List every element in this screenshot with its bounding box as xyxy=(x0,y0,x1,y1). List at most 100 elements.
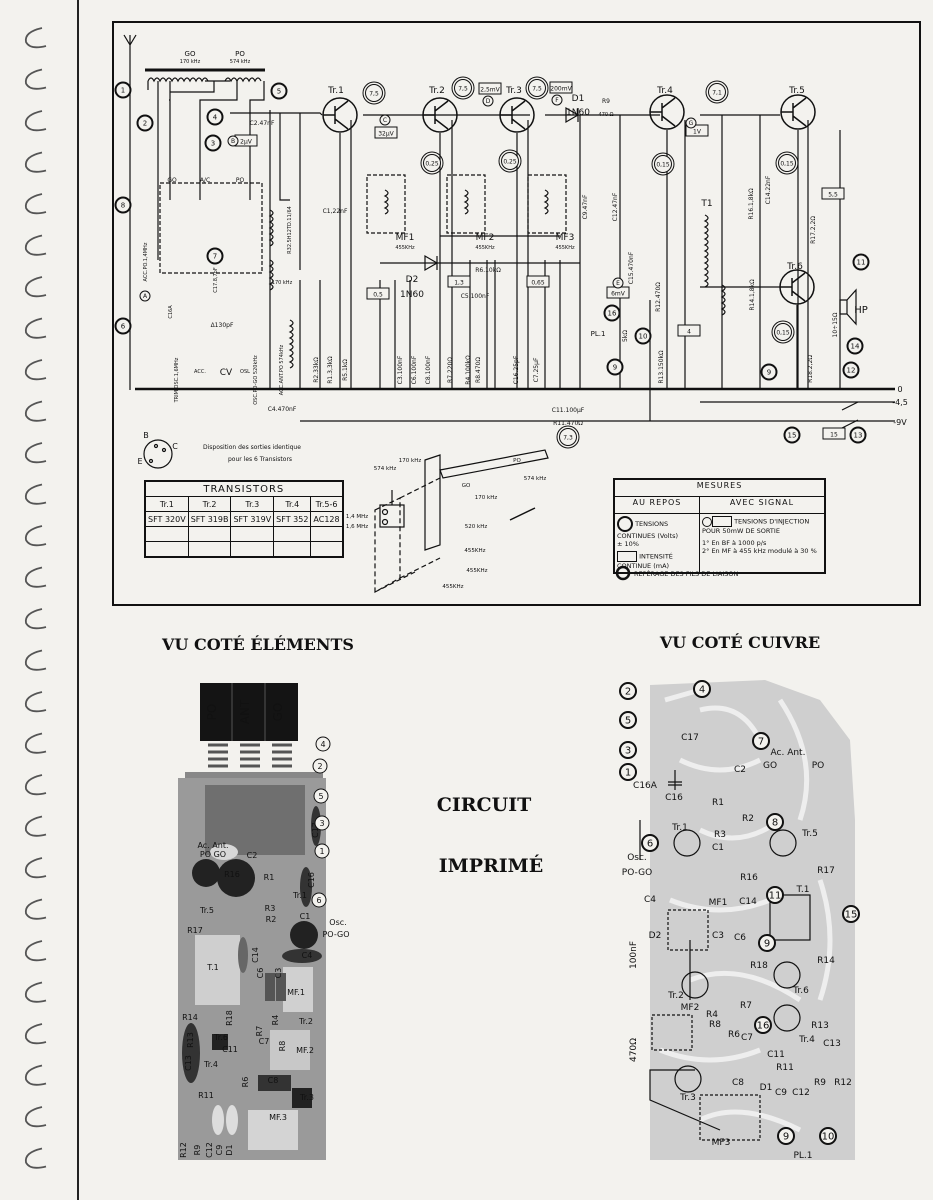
photo-label: R8 xyxy=(278,1041,287,1052)
copper-marker-number: 10 xyxy=(822,1132,835,1143)
binding-hole xyxy=(24,151,47,173)
wire-marker-number: 11 xyxy=(857,259,866,267)
copper-marker-circle xyxy=(842,905,860,923)
wire-marker-circle xyxy=(842,361,860,379)
photo-marker-number: 1 xyxy=(319,847,324,856)
copper-marker-number: 11 xyxy=(769,891,782,902)
copper-label: Osc. xyxy=(627,853,647,863)
photo-label: C14 xyxy=(251,947,260,963)
schematic-label: R18.2,2Ω xyxy=(807,355,814,383)
dc-voltages-legend: TENSIONS CONTINUES (Volts) xyxy=(617,520,679,540)
schematic-label: D1 xyxy=(572,94,585,104)
injection-box xyxy=(366,287,390,300)
alignment-label: PO xyxy=(513,458,521,464)
injection-value: 4 xyxy=(687,329,691,336)
test-point-circle xyxy=(227,135,239,147)
photo-marker-circle xyxy=(314,843,330,859)
voltage-ring-inner xyxy=(654,155,672,173)
voltage-ring-outer xyxy=(498,149,522,173)
schematic-label: Tr.2 xyxy=(428,86,445,96)
transistor-leads xyxy=(423,100,449,130)
test-point-letter: A xyxy=(143,293,148,300)
binding-hole xyxy=(24,649,47,671)
copper-marker-number: 9 xyxy=(764,939,770,950)
schematic-label: C11.100µF xyxy=(552,407,585,414)
copper-label: C4 xyxy=(644,895,656,905)
binding-hole xyxy=(24,1106,47,1128)
test-point-letter: F xyxy=(555,97,559,104)
wire-marker-circle xyxy=(206,247,224,265)
injection-box xyxy=(685,124,709,137)
circle-icon xyxy=(702,516,712,527)
alignment-label: GO xyxy=(462,483,471,489)
transistor-leads xyxy=(780,272,806,302)
voltage-ring-inner xyxy=(708,83,726,101)
wire-marker-circle xyxy=(136,114,154,132)
photo-label: R1 xyxy=(264,873,275,882)
photo-label: R12 xyxy=(179,1142,188,1158)
alignment-label: 1,4 MHz xyxy=(346,514,368,520)
copper-marker-number: 3 xyxy=(625,746,631,757)
copper-marker-number: 2 xyxy=(625,687,631,698)
copper-label: C16A xyxy=(633,781,658,791)
wire-marker-circle xyxy=(270,82,288,100)
test-point-circle xyxy=(482,95,494,107)
voltage-ring-inner xyxy=(365,84,383,102)
voltage-ring-inner xyxy=(528,79,546,97)
injection-box xyxy=(549,81,573,94)
binding-hole xyxy=(24,774,47,796)
copper-marker-circle xyxy=(619,682,637,700)
copper-label: C2 xyxy=(734,765,746,775)
test-point-circle xyxy=(139,290,151,302)
double-circle-icon xyxy=(617,516,633,532)
pinout-letter: B xyxy=(143,431,149,440)
at-rest-header: AU REPOS xyxy=(613,496,700,514)
wire-marker-number: 7 xyxy=(213,253,217,261)
table-header: Tr.1 xyxy=(144,496,189,512)
injection-box xyxy=(447,275,471,288)
copper-label: MF2 xyxy=(681,1003,700,1013)
voltage-ring-inner xyxy=(559,428,577,446)
copper-marker-number: 4 xyxy=(699,685,705,696)
copper-label: Tr.6 xyxy=(792,986,809,996)
dc-voltage-value: 0,15 xyxy=(776,330,790,337)
binding-hole xyxy=(24,359,47,381)
copper-marker-circle xyxy=(641,834,659,852)
copper-side-drawing xyxy=(639,680,855,1160)
schematic-wires xyxy=(123,34,895,594)
photo-label: D1 xyxy=(225,1144,234,1155)
alignment-label: 455KHz xyxy=(466,568,487,574)
schematic-label: C17.8,7pF xyxy=(213,267,219,293)
schematic-label: C5.100nF xyxy=(461,293,490,300)
photo-label: T.1 xyxy=(206,963,219,972)
injection-box xyxy=(821,187,845,200)
binding-hole xyxy=(24,27,47,49)
wire-marker-circle xyxy=(783,426,801,444)
transistor-leads xyxy=(650,97,676,127)
photo-marker-circle xyxy=(315,736,331,752)
schematic-label: Tr.1 xyxy=(327,86,344,96)
binding-hole xyxy=(24,1023,47,1045)
copper-marker-circle xyxy=(752,732,770,750)
table-cell: AC128 xyxy=(310,511,344,527)
copper-label: D2 xyxy=(649,931,662,941)
wire-marker-number: 6 xyxy=(121,323,126,331)
copper-label: C13 xyxy=(823,1039,841,1049)
schematic-label: C3.100nF xyxy=(397,355,404,384)
schematic-label: C16A xyxy=(168,305,174,319)
schematic-label: -9V xyxy=(893,418,907,427)
schematic-label: 170 kHz xyxy=(180,59,201,65)
photo-label: C3 xyxy=(274,968,283,979)
photo-label: MF.1 xyxy=(287,988,305,997)
voltage-ring-outer xyxy=(451,76,475,100)
dc-voltage-value: 0,15 xyxy=(656,162,670,169)
photo-label: R14 xyxy=(182,1013,198,1022)
schematic-label: CV xyxy=(220,368,233,378)
schematic-label: R11.470Ω xyxy=(553,420,583,427)
photo-label: Ac. Ant. xyxy=(197,841,228,850)
copper-label: R16 xyxy=(740,873,758,883)
voltage-ring-inner xyxy=(423,154,441,172)
pinout-note-line-1: Disposition des sorties identique xyxy=(203,444,301,451)
photo-label: R13 xyxy=(186,1032,195,1048)
schematic-label: MF1 xyxy=(396,233,415,243)
